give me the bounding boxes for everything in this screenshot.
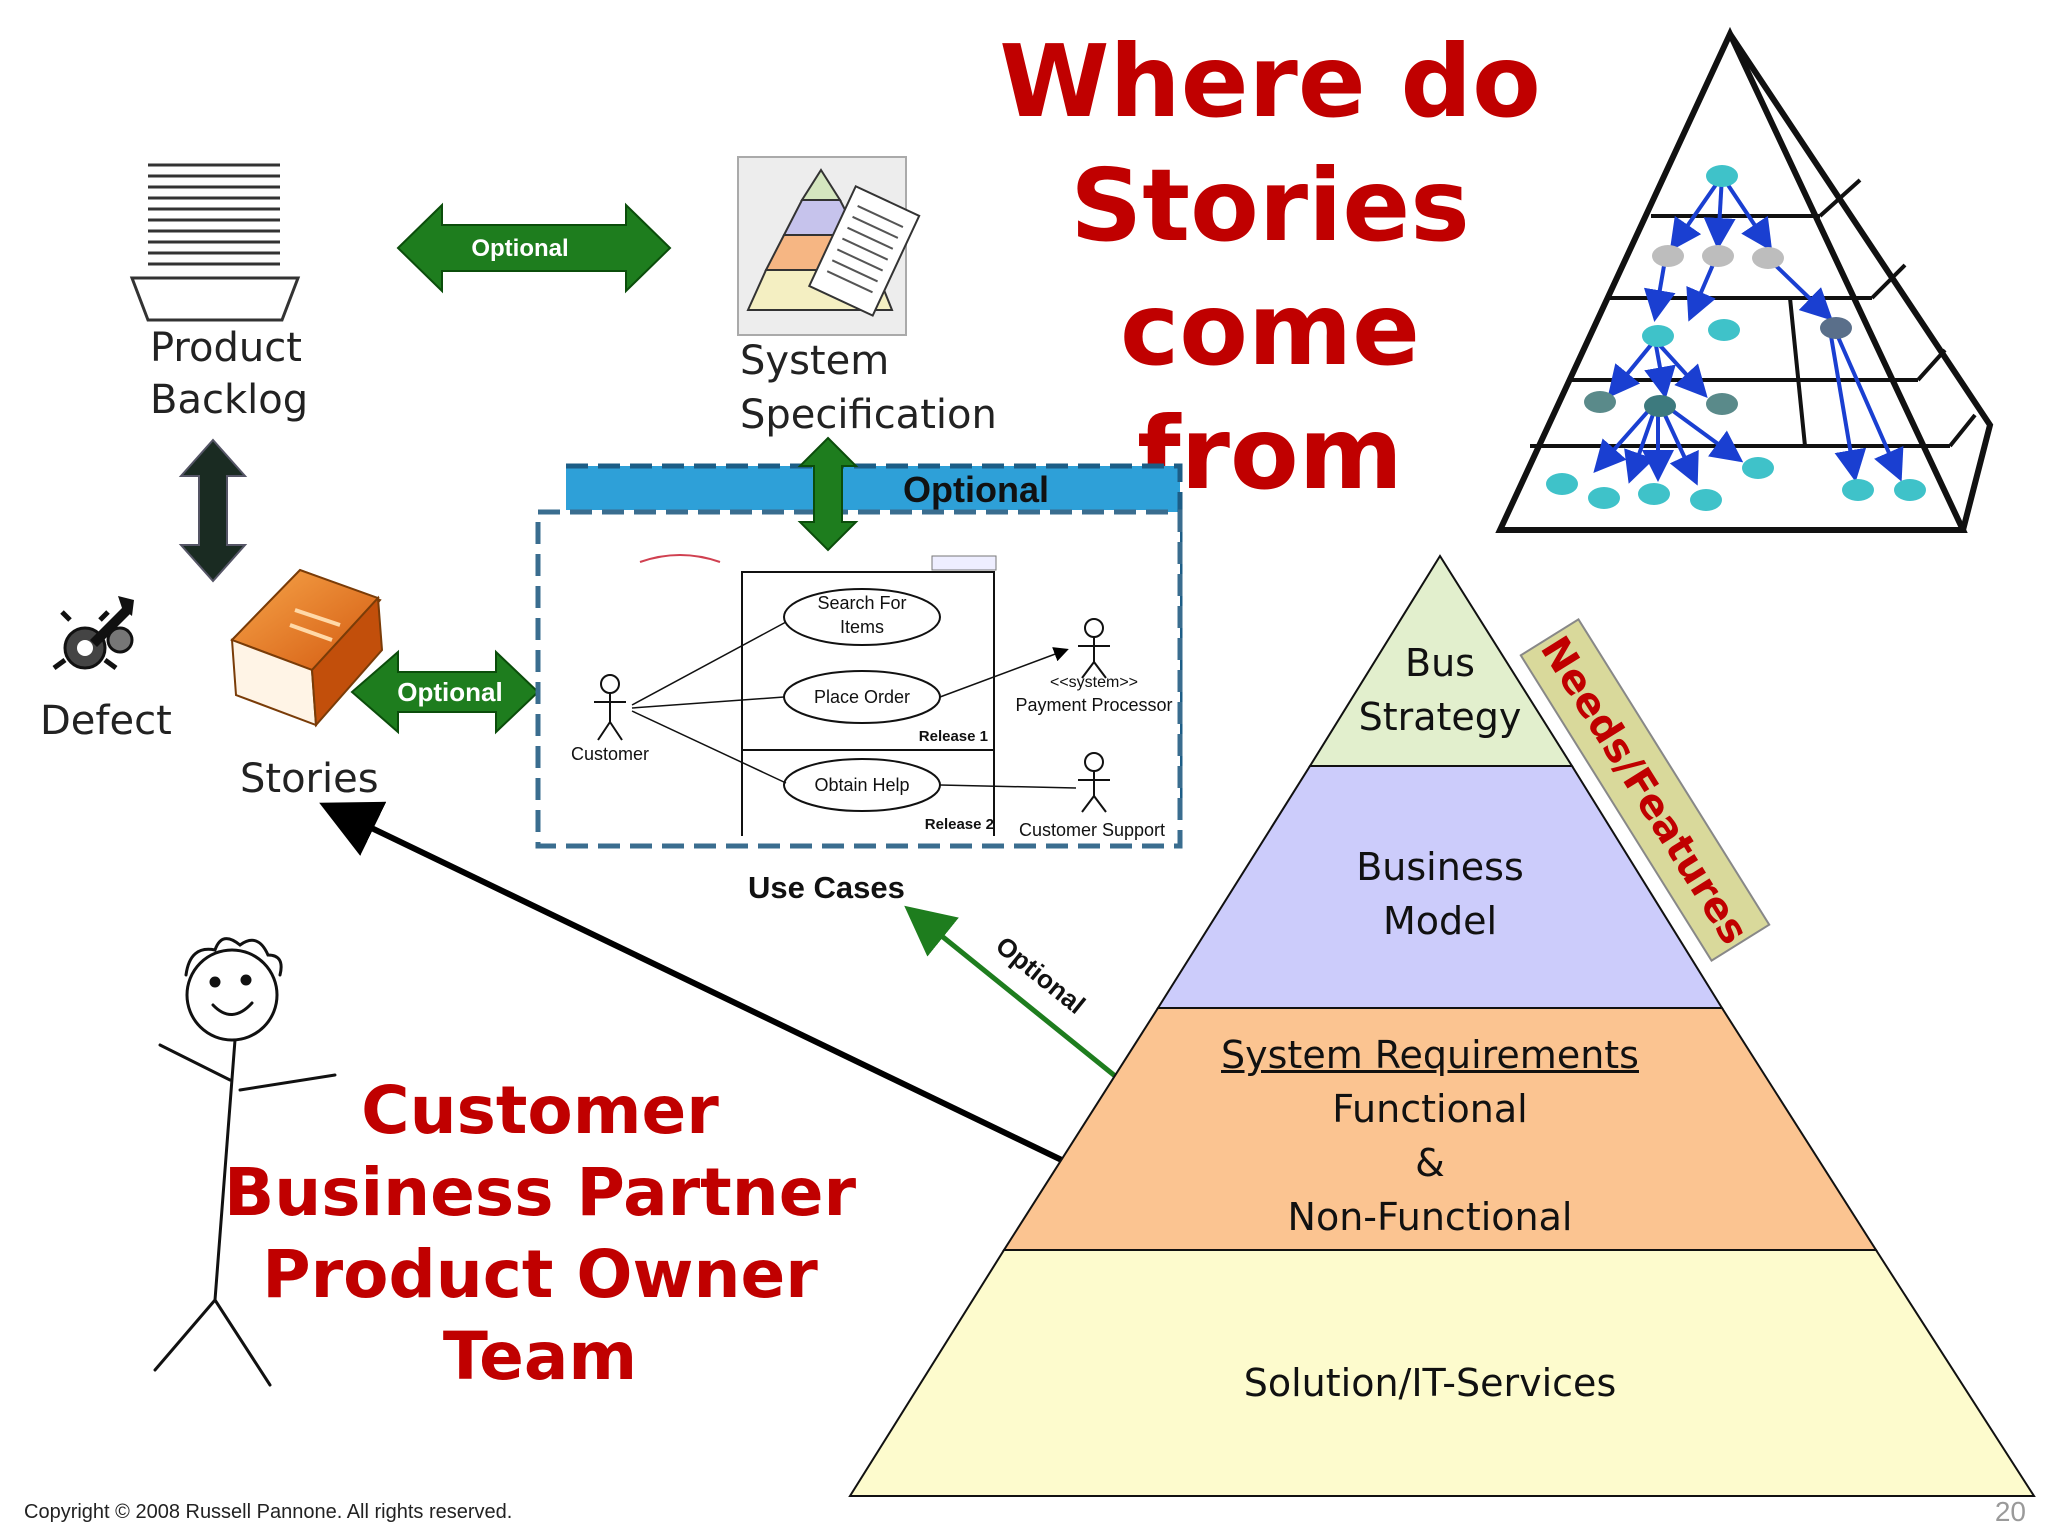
tier-system-requirements-text: System Requirements Functional & Non-Fun… — [1130, 1028, 1730, 1244]
defect-icon — [52, 596, 134, 671]
tier-1-line-1: Bus — [1405, 641, 1475, 685]
product-backlog-line-1: Product — [150, 325, 302, 371]
title-line-2: Stories — [1070, 147, 1470, 264]
use-case-diagram — [594, 554, 1110, 836]
hierarchy-pyramid-graphic — [1495, 26, 1994, 533]
actor-customer-label: Customer — [571, 744, 649, 764]
tier-2-line-1: Business — [1356, 845, 1524, 889]
use-case-search-label-2: Items — [840, 617, 884, 637]
defect-label: Defect — [40, 698, 172, 744]
use-case-search-label-1: Search For — [817, 593, 906, 613]
use-cases-label: Use Cases — [748, 870, 905, 905]
tier-solution-text: Solution/IT-Services — [1243, 1361, 1617, 1405]
hierarchy-nodes — [1546, 165, 1926, 511]
tier-3-line-4: Non-Functional — [1287, 1195, 1573, 1239]
product-backlog-label: Product Backlog — [150, 322, 308, 426]
backlog-stories-arrow — [178, 438, 248, 583]
system-specification-icon — [737, 156, 921, 336]
actor-payment-stereotype: <<system>> — [1050, 674, 1138, 691]
product-backlog-line-2: Backlog — [150, 377, 309, 423]
system-spec-line-1: System — [740, 338, 890, 384]
optional-arrow-top — [396, 202, 672, 294]
optional-label-diagonal: Optional — [990, 930, 1091, 1020]
release-1-label: Release 1 — [919, 728, 988, 745]
stick-figure — [153, 937, 337, 1387]
use-case-place-order-label: Place Order — [814, 687, 910, 707]
tier-business-model-text: Business Model — [1240, 840, 1640, 948]
use-case-search — [783, 588, 941, 646]
title-line-1: Where do — [999, 23, 1541, 140]
optional-label-stories: Optional — [397, 677, 502, 707]
stories-label: Stories — [240, 756, 379, 802]
pyramid-tier-solution — [848, 1249, 2036, 1497]
role-team: Team — [442, 1318, 638, 1395]
page-number: 20 — [1994, 1496, 2026, 1527]
stories-requirements-arrow — [319, 801, 1135, 1197]
roles-list: Customer Business Partner Product Owner … — [215, 1070, 865, 1398]
tier-3-heading: System Requirements — [1221, 1033, 1639, 1077]
stories-book-icon — [230, 568, 384, 728]
release-2-label: Release 2 — [925, 816, 994, 833]
payment-processor-actor — [1078, 618, 1110, 679]
optional-label-banner: Optional — [903, 469, 1049, 510]
use-case-obtain-help-label: Obtain Help — [814, 775, 909, 795]
tier-1-line-2: Strategy — [1358, 695, 1522, 739]
role-business-partner: Business Partner — [223, 1154, 857, 1231]
role-product-owner: Product Owner — [262, 1236, 818, 1313]
tier-2-line-2: Model — [1382, 899, 1498, 943]
role-customer: Customer — [361, 1072, 719, 1149]
product-backlog-icon — [129, 163, 301, 322]
tier-bus-strategy-text: Bus Strategy — [1320, 636, 1560, 744]
use-cases-banner — [566, 466, 1180, 566]
tier-3-line-2: Functional — [1332, 1087, 1528, 1131]
actor-customer-support-label: Customer Support — [1019, 820, 1165, 840]
copyright-notice: Copyright © 2008 Russell Pannone. All ri… — [24, 1501, 513, 1523]
system-specification-label: System Specification — [740, 334, 997, 442]
system-spec-line-2: Specification — [740, 392, 997, 438]
optional-label-top: Optional — [471, 235, 568, 262]
customer-actor — [594, 674, 626, 741]
tier-3-line-3: & — [1415, 1141, 1445, 1185]
actor-payment-processor-label: Payment Processor — [1015, 695, 1172, 715]
optional-arrow-spec-usecases — [797, 436, 859, 552]
